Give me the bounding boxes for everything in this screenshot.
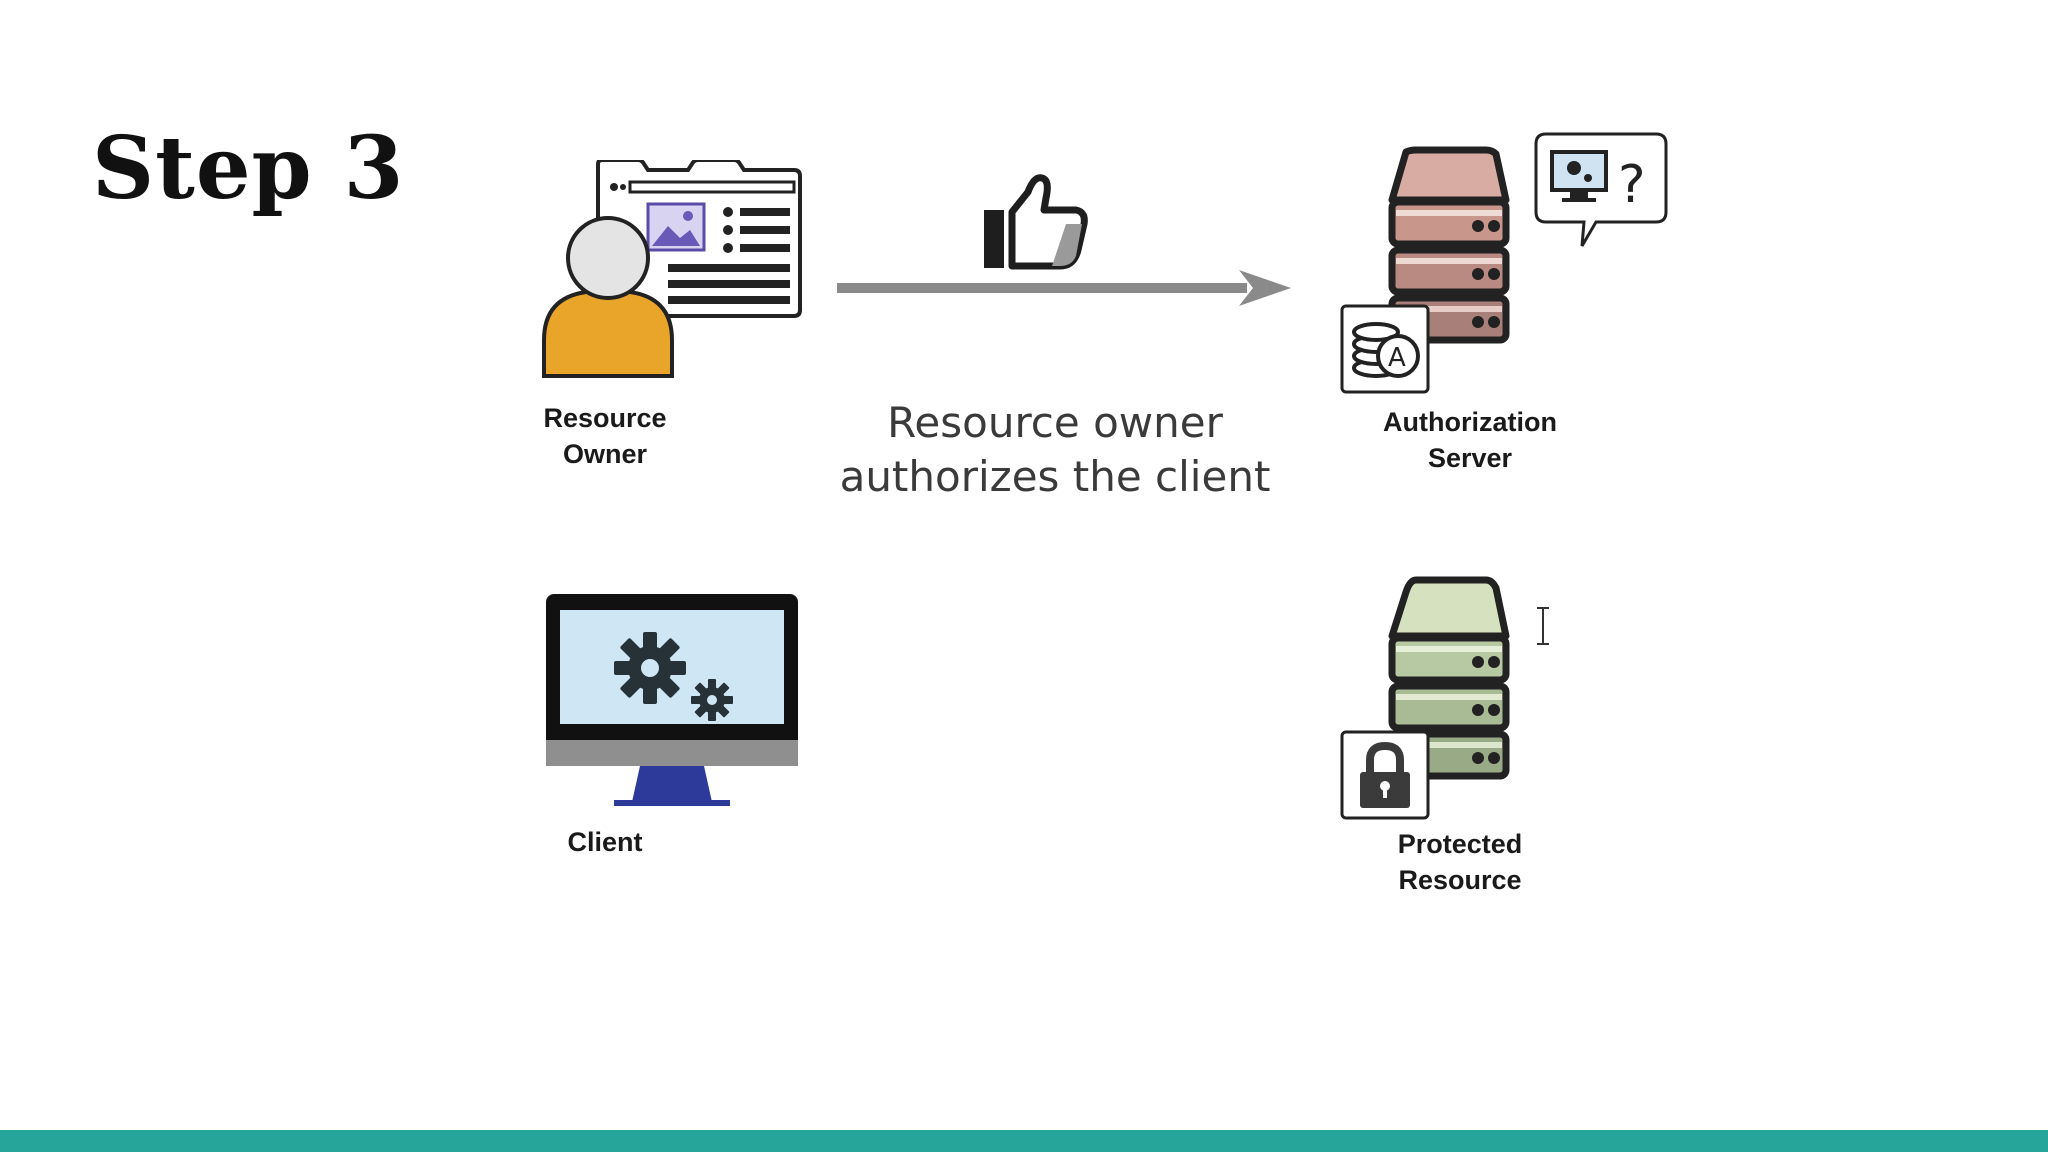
thumbs-up-icon [984,174,1088,270]
page-title: Step 3 [92,118,405,219]
svg-text:?: ? [1618,155,1646,215]
node-label-client: Client [567,827,643,857]
monitor-gears-icon [546,594,798,806]
step-caption: Resource owner authorizes the client [839,398,1271,501]
server-with-lock-icon [1340,576,1549,820]
bottom-accent-bar [0,1130,2048,1152]
server-with-key-icon: ? A [1340,132,1668,394]
arrow-owner-to-auth [837,270,1291,306]
node-label-resource-owner: Resource Owner [543,403,667,469]
svg-text:A: A [1388,343,1406,373]
node-label-protected-resource: Protected Resource [1397,829,1523,895]
user-with-browser-icon [542,160,802,378]
node-label-authorization-server: Authorization Server [1383,407,1557,473]
